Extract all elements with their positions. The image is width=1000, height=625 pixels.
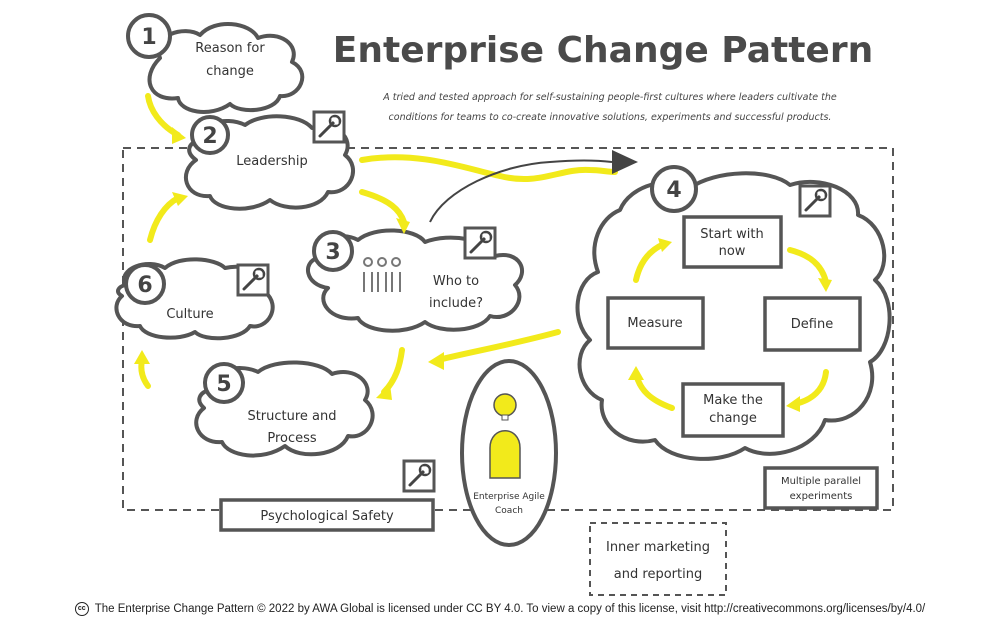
step-4-number: 4 [666,178,681,203]
subtitle-line-1: A tried and tested approach for self-sus… [382,92,837,103]
license-text: The Enterprise Change Pattern © 2022 by … [94,603,926,616]
page-title: Enterprise Change Pattern [333,30,873,71]
step-1-number: 1 [141,25,156,50]
step-5-number: 5 [216,372,231,397]
make-label-line2: change [709,411,757,426]
step-4-experiments: 4 Start with now Define Make the change … [575,165,892,461]
step-5-label-line2: Process [267,431,317,446]
subtitle-line-2: conditions for teams to co-create innova… [389,112,832,123]
make-label-line1: Make the [703,393,763,408]
step-1-reason-for-change: 1 Reason for change [126,13,305,114]
inner-marketing-line2: and reporting [614,567,702,582]
flow-arrows [134,93,638,400]
psychological-safety-box [219,498,435,532]
step-3-number: 3 [325,240,340,265]
people-icon [363,257,401,292]
coach-label-line2: Coach [495,506,523,516]
define-box [763,296,862,352]
inner-marketing-line1: Inner marketing [606,540,710,555]
multiple-parallel-line1: Multiple parallel [781,476,861,487]
lightbulb-icon [493,393,517,417]
enterprise-agile-coach: Enterprise Agile Coach [460,359,558,547]
make-the-change-box [681,382,785,438]
step-1-label-line1: Reason for [195,41,265,56]
step-3-label-line1: Who to [433,274,479,289]
step-2-leadership: 2 Leadership [184,110,356,211]
license-footer: cc The Enterprise Change Pattern © 2022 b… [0,602,1000,616]
cycle-arrows [628,238,832,412]
step-2-number: 2 [202,124,217,149]
inner-marketing-box [589,522,727,596]
creative-commons-icon: cc [74,602,89,616]
step-5-label-line1: Structure and [247,409,336,424]
step-6-culture: 6 Culture [114,257,275,341]
psychological-safety-label: Psychological Safety [260,509,394,524]
step-3-who-to-include: 3 Who to include? [306,226,525,333]
define-label: Define [791,317,833,332]
step-5-structure-and-process: 5 Structure and Process [194,360,375,458]
step-3-label-line2: include? [429,296,483,311]
start-label-line1: Start with [700,227,763,242]
measure-label: Measure [627,316,682,331]
step-6-number: 6 [137,273,152,298]
person-figure [489,430,521,479]
coach-label-line1: Enterprise Agile [473,492,545,502]
start-with-now-box [682,215,783,269]
step-6-label: Culture [166,307,213,322]
step-2-label: Leadership [236,154,307,169]
measure-box [606,296,705,350]
multiple-parallel-line2: experiments [790,491,853,502]
start-label-line2: now [719,244,746,259]
multiple-parallel-box [763,466,879,510]
step-1-label-line2: change [206,64,254,79]
